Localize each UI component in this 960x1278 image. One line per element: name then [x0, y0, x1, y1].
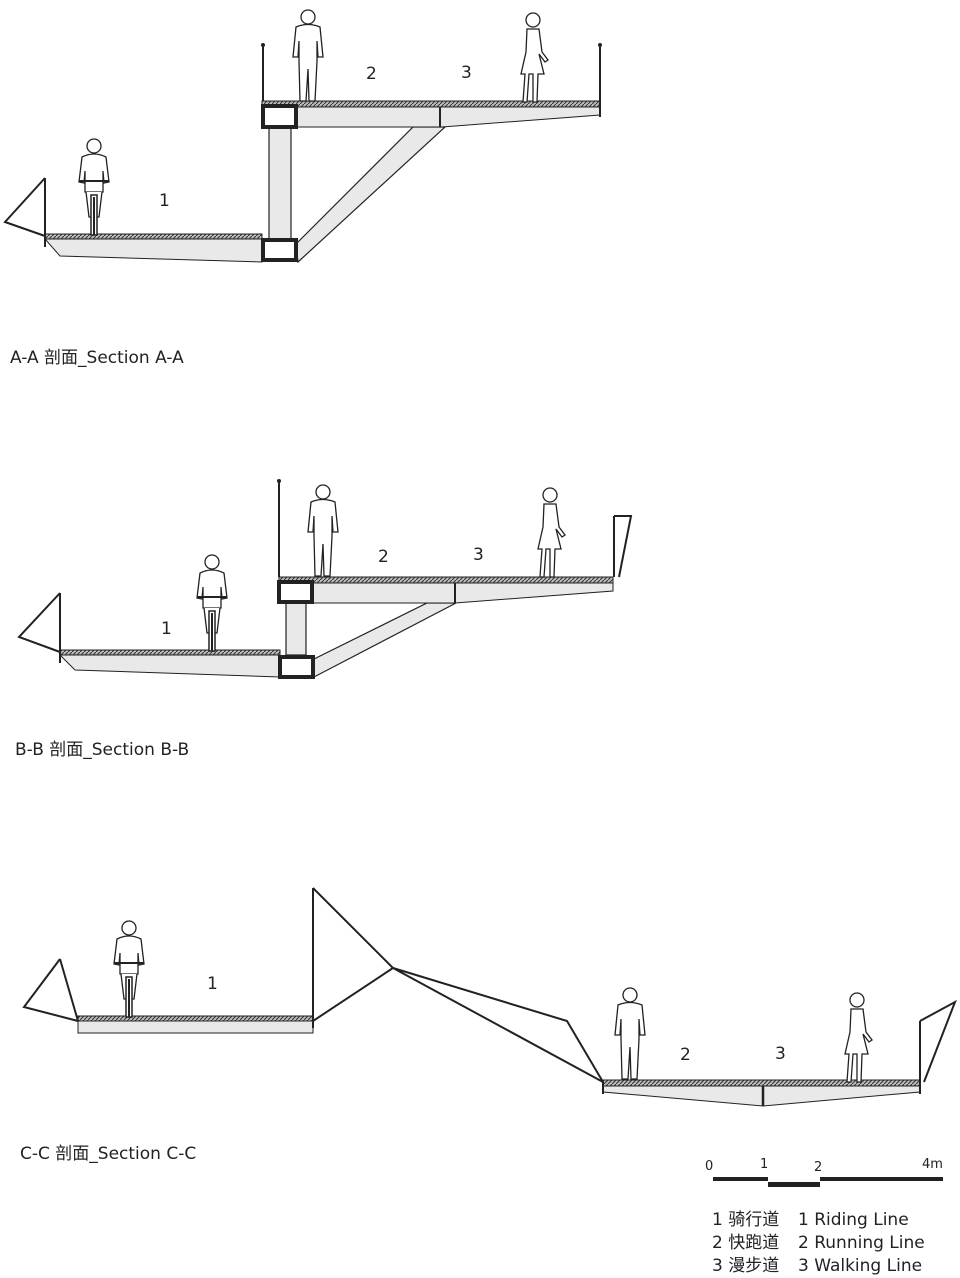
legend-cn: 1 骑行道: [712, 1210, 779, 1230]
section-a-a: 1 2 3 A-A 剖面_Section A-A: [3, 9, 602, 368]
runner-figure: [614, 987, 646, 1080]
box-beam-a-lower: [261, 238, 298, 262]
cyclist-figure: [78, 138, 110, 236]
legend-cn: 2 快跑道: [712, 1233, 779, 1253]
section-caption: C-C 剖面_Section C-C: [20, 1144, 196, 1164]
runner-figure: [292, 9, 324, 102]
walker-figure: [520, 12, 549, 103]
column-a: [268, 126, 292, 240]
section-c-c: 1 2 3 C-C 剖面_Section C-C: [20, 887, 957, 1164]
section-caption: B-B 剖面_Section B-B: [15, 740, 189, 760]
column-b: [285, 602, 307, 656]
cyclist-figure: [113, 920, 145, 1018]
legend-en: 1 Riding Line: [798, 1210, 909, 1230]
zone-label: 3: [461, 63, 472, 83]
riding-deck-c: [77, 1015, 314, 1022]
scale-tick: 4m: [922, 1157, 943, 1172]
zone-label: 2: [680, 1045, 691, 1065]
scale-tick: 1: [760, 1157, 768, 1172]
riding-deck-b: [59, 649, 281, 656]
zone-label: 2: [366, 64, 377, 84]
cyclist-figure: [196, 554, 228, 652]
zone-label: 3: [473, 545, 484, 565]
cable-frame-mid: [392, 967, 604, 1083]
upper-deck-a: [261, 100, 601, 108]
zone-label: 1: [159, 191, 170, 211]
scale-tick: 0: [705, 1159, 713, 1174]
walking-deck-c: [602, 1079, 921, 1087]
legend: 1 骑行道 1 Riding Line 2 快跑道 2 Running Line…: [712, 1210, 925, 1276]
runner-figure: [307, 484, 339, 577]
box-beam-b-lower: [278, 655, 315, 679]
box-beam-a-upper: [261, 104, 298, 129]
scale-tick: 2: [814, 1160, 822, 1175]
section-b-b: 1 2 3 B-B 剖面_Section B-B: [15, 479, 633, 760]
strut-b: [311, 602, 457, 678]
section-caption: A-A 剖面_Section A-A: [10, 348, 184, 368]
legend-en: 2 Running Line: [798, 1233, 925, 1253]
riding-deck-a: [44, 233, 263, 240]
legend-en: 3 Walking Line: [798, 1256, 922, 1276]
walker-figure: [844, 992, 873, 1083]
scale-bar: 0 1 2 4m: [705, 1157, 943, 1187]
zone-label: 1: [207, 974, 218, 994]
zone-label: 1: [161, 619, 172, 639]
walker-figure: [537, 487, 566, 578]
zone-label: 2: [378, 547, 389, 567]
legend-cn: 3 漫步道: [712, 1256, 779, 1276]
zone-label: 3: [775, 1044, 786, 1064]
upper-deck-b: [278, 576, 614, 584]
cable-frame-left: [312, 887, 395, 1028]
strut-a: [295, 126, 447, 264]
box-beam-b-upper: [277, 580, 314, 604]
